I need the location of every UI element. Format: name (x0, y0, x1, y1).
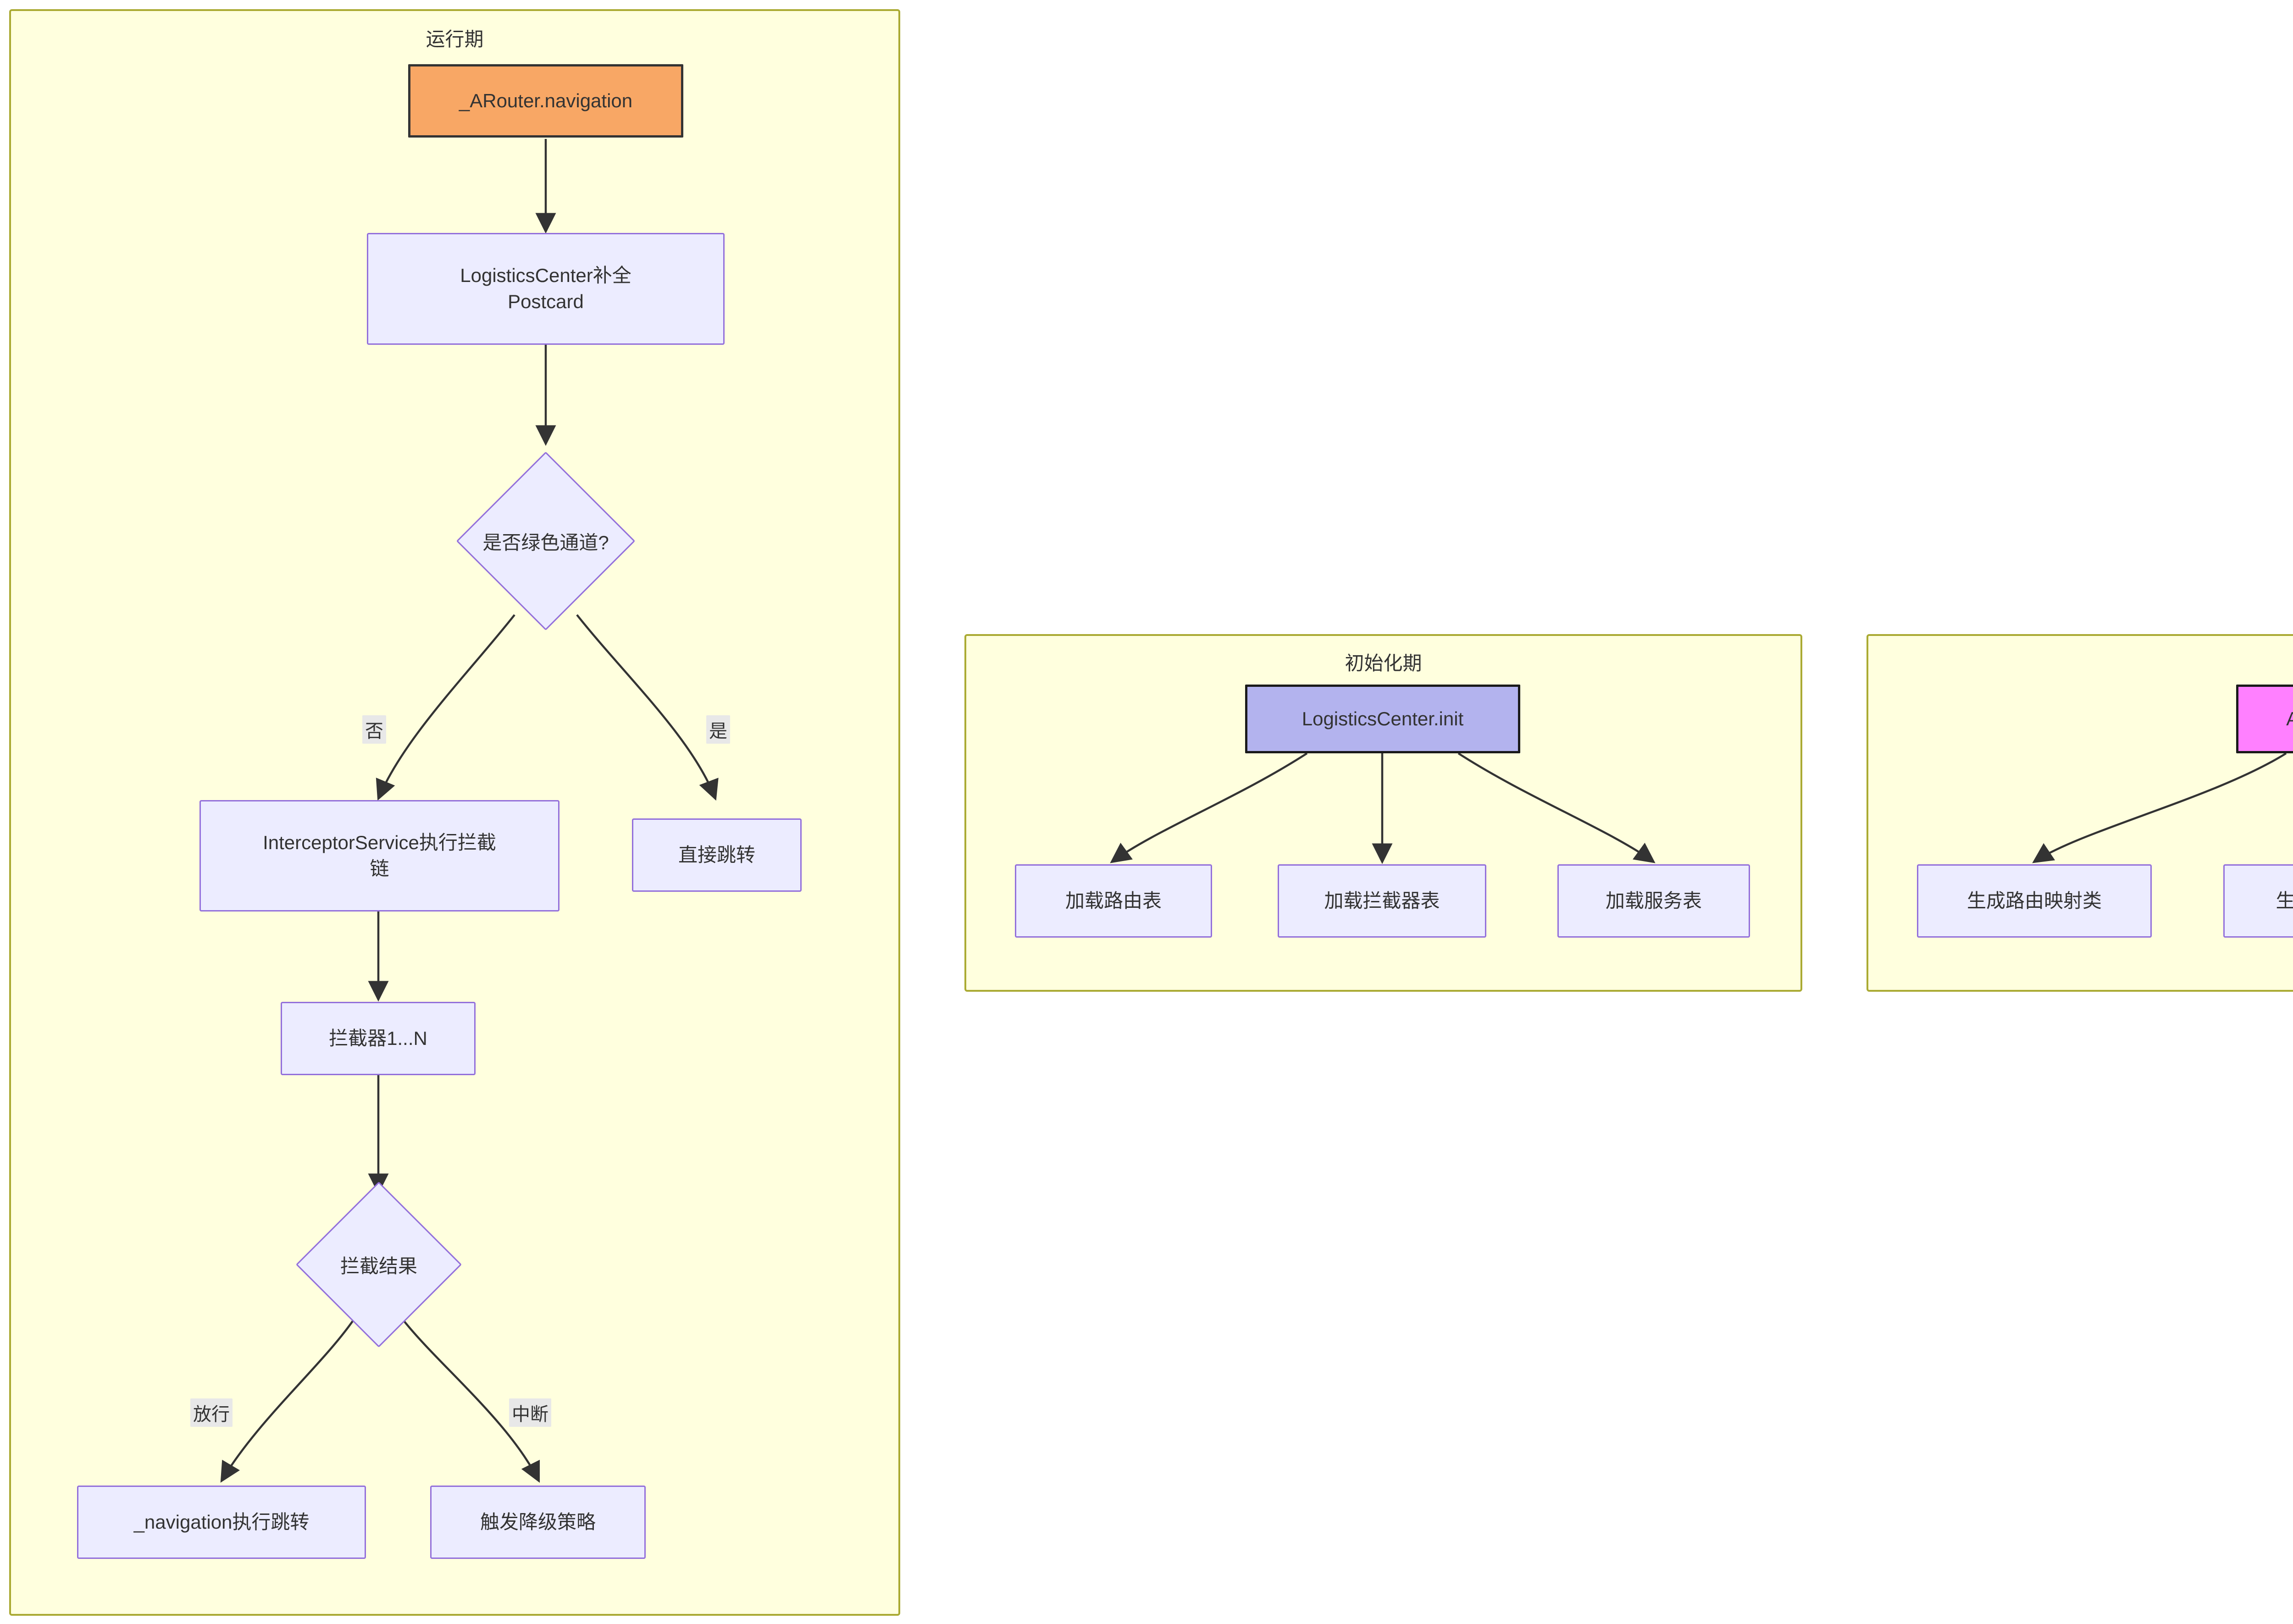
node-generate-interceptor-map-label: 生成拦截器映射类 (2276, 889, 2293, 911)
node-load-route-table-label: 加载路由表 (1065, 889, 1162, 911)
node-interceptor-chain-items[interactable]: 拦截器1...N (281, 1002, 476, 1075)
node-apt-processor[interactable]: APT注解处理器 (2236, 685, 2293, 753)
node-load-interceptor-table-label: 加载拦截器表 (1324, 889, 1440, 911)
node-logistics-line2: Postcard (508, 291, 584, 312)
cluster-compile: 编译期 (1867, 634, 2293, 992)
node-logistics-init-label: LogisticsCenter.init (1302, 707, 1464, 729)
node-fallback-label: 触发降级策略 (480, 1511, 596, 1533)
node-intercept-result-decision[interactable]: 拦截结果 (295, 1181, 462, 1348)
node-apt-processor-label: APT注解处理器 (2286, 707, 2293, 729)
edge-label-yes: 是 (706, 715, 730, 744)
node-green-channel-decision[interactable]: 是否绿色通道? (456, 451, 636, 631)
node-generate-interceptor-map[interactable]: 生成拦截器映射类 (2223, 864, 2293, 938)
node-chain-label: 拦截器1...N (329, 1027, 427, 1049)
node-direct-jump-label: 直接跳转 (678, 844, 755, 866)
node-load-interceptor-table[interactable]: 加载拦截器表 (1278, 864, 1486, 938)
node-logistics-center-postcard[interactable]: LogisticsCenter补全 Postcard (367, 233, 725, 345)
node-generate-route-map-label: 生成路由映射类 (1966, 889, 2102, 911)
node-navigation-execute[interactable]: _navigation执行跳转 (77, 1486, 366, 1559)
node-logistics-line1: LogisticsCenter补全 (460, 265, 631, 287)
edge-label-pass: 放行 (190, 1398, 233, 1427)
cluster-init-title: 初始化期 (1345, 652, 1422, 674)
edge-label-no: 否 (362, 715, 386, 744)
node-arouter-navigation[interactable]: _ARouter.navigation (408, 64, 683, 138)
node-interceptor-line2: 链 (370, 857, 389, 879)
node-navigation-label: _navigation执行跳转 (133, 1511, 310, 1533)
node-generate-route-map[interactable]: 生成路由映射类 (1917, 864, 2152, 938)
edge-label-interrupt: 中断 (509, 1398, 551, 1427)
node-load-service-table[interactable]: 加载服务表 (1557, 864, 1750, 938)
node-direct-jump[interactable]: 直接跳转 (632, 818, 802, 892)
node-intercept-result-label: 拦截结果 (340, 1255, 417, 1277)
node-trigger-fallback[interactable]: 触发降级策略 (430, 1486, 646, 1559)
cluster-compile-title: 编译期 (1868, 648, 2293, 676)
node-green-channel-label: 是否绿色通道? (482, 531, 609, 553)
node-interceptor-service-chain[interactable]: InterceptorService执行拦截 链 (199, 800, 559, 911)
node-interceptor-line1: InterceptorService执行拦截 (263, 831, 496, 853)
node-arouter-navigation-label: _ARouter.navigation (459, 89, 633, 111)
cluster-runtime-title: 运行期 (426, 28, 484, 50)
node-load-route-table[interactable]: 加载路由表 (1015, 864, 1212, 938)
node-logistics-center-init[interactable]: LogisticsCenter.init (1245, 685, 1520, 753)
node-load-service-table-label: 加载服务表 (1605, 889, 1702, 911)
